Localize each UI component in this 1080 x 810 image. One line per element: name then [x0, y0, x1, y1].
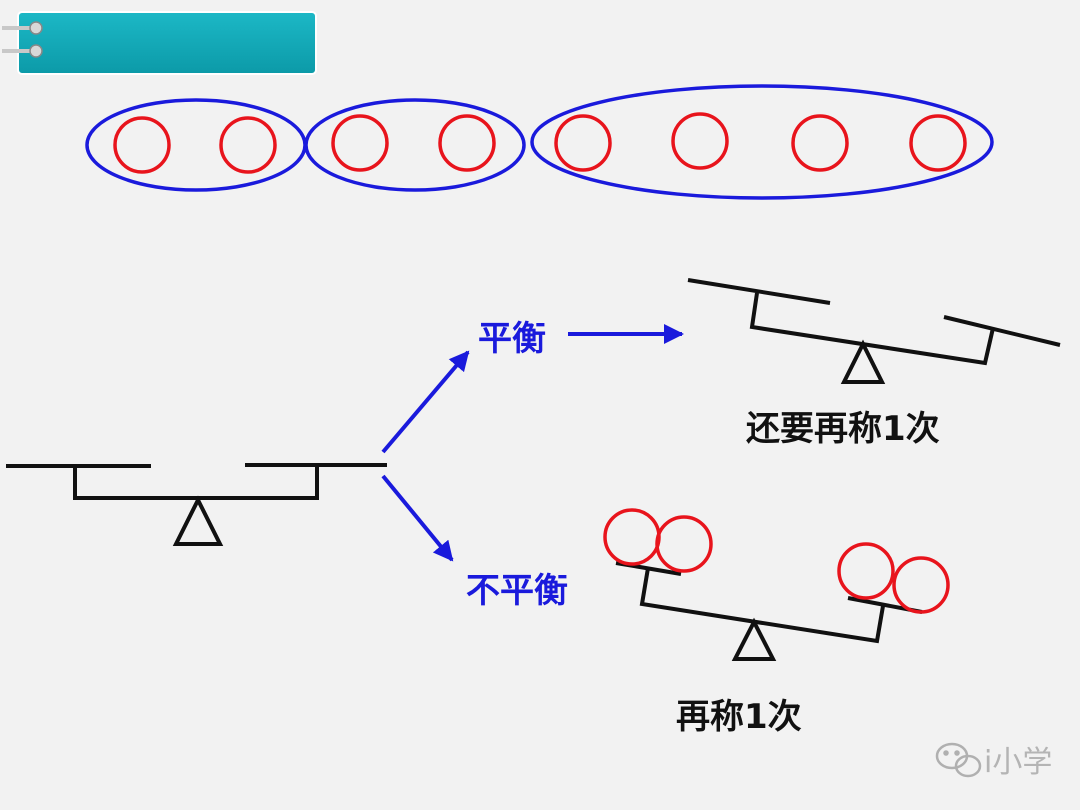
balanced-result-label: 还要再称1次 — [746, 409, 940, 449]
coin — [671, 112, 729, 170]
group-ellipse-1 — [85, 98, 307, 192]
coin — [603, 508, 661, 566]
unbalanced-scale-coins — [603, 508, 950, 614]
balanced-label: 平衡 — [478, 319, 546, 359]
arrows — [381, 324, 684, 562]
unbalanced-result-label: 再称1次 — [676, 697, 802, 737]
group-ellipse-3 — [530, 84, 994, 200]
balance-scale-unbalanced — [615, 561, 923, 661]
coin — [331, 114, 389, 172]
coin — [655, 515, 713, 573]
wechat-icon — [935, 742, 982, 778]
header-tab — [2, 11, 317, 75]
coin-groups — [85, 84, 994, 200]
coin — [791, 114, 849, 172]
coin — [113, 116, 171, 174]
coin — [909, 114, 967, 172]
arrow-up — [381, 350, 470, 454]
coin — [438, 114, 496, 172]
watermark-text: i小学 — [984, 745, 1052, 780]
balance-scale-main — [6, 463, 387, 546]
balance-scale-balanced — [687, 278, 1061, 384]
coin — [554, 114, 612, 172]
coin — [892, 556, 950, 614]
binder-rings-icon — [2, 21, 43, 58]
coin — [837, 542, 895, 600]
unbalanced-label: 不平衡 — [466, 571, 568, 611]
group-ellipse-2 — [304, 98, 526, 192]
coin — [219, 116, 277, 174]
arrow-down — [381, 474, 454, 562]
watermark: i小学 — [935, 742, 1052, 780]
